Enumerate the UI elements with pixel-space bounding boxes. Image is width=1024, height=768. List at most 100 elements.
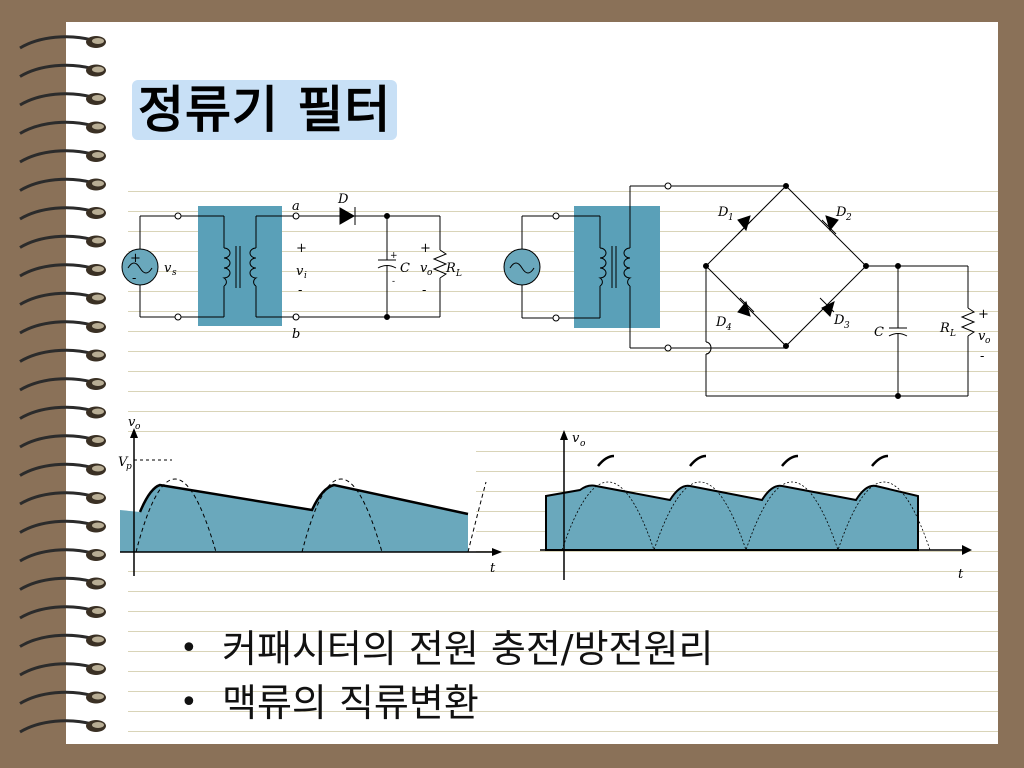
d2-label: D	[835, 205, 847, 220]
spiral-ring	[19, 519, 93, 534]
spiral-ring	[19, 405, 93, 420]
page-title: 정류기 필터	[138, 81, 392, 139]
d4-sub: 4	[725, 323, 732, 333]
d1-label: D	[717, 205, 729, 220]
binding-highlight	[92, 323, 104, 329]
binding-highlight	[92, 38, 104, 44]
half-graph-ylabel: v	[128, 415, 136, 430]
cap-minus-label: -	[392, 277, 395, 287]
binding-highlight	[92, 551, 104, 557]
bridge-rl-label: R	[939, 321, 950, 336]
spiral-ring	[19, 120, 93, 135]
source-minus-label: -	[132, 271, 136, 286]
binding-highlight	[92, 722, 104, 728]
binding-highlight	[92, 351, 104, 358]
bridge-vo-sub: o	[985, 336, 991, 346]
binding-highlight	[92, 494, 104, 500]
binding-highlight	[92, 266, 104, 272]
spiral-ring	[19, 63, 93, 78]
node-b-label: b	[292, 327, 300, 340]
vo-plus-label: +	[420, 241, 431, 256]
vp-sub: p	[126, 462, 132, 472]
capacitor-c-label: C	[400, 261, 410, 276]
vs-sub: s	[172, 268, 177, 278]
binding-highlight	[92, 294, 104, 301]
binding-highlight	[92, 437, 104, 443]
spiral-ring	[19, 434, 93, 449]
vp-label: V	[118, 455, 129, 470]
binding-highlight	[92, 665, 104, 671]
vi-sub: i	[304, 271, 307, 281]
spiral-ring	[19, 662, 93, 677]
vo-sub: o	[427, 268, 433, 278]
d2-sub: 2	[845, 213, 852, 223]
source-plus-label: +	[130, 251, 141, 266]
spiral-ring	[19, 177, 93, 192]
bridge-vo-label: v	[978, 329, 986, 344]
binding-highlight	[92, 209, 104, 215]
full-wave-output-waveform: v o t	[540, 430, 972, 582]
spiral-ring	[19, 719, 93, 734]
bullet-item: •맥류의 직류변환	[180, 676, 713, 730]
binding-highlight	[92, 522, 104, 529]
bridge-vo-plus: +	[978, 307, 989, 322]
vo-minus-label: -	[422, 283, 426, 298]
binding-highlight	[92, 95, 104, 101]
binding-highlight	[92, 66, 104, 73]
binding-highlight	[92, 579, 104, 586]
spiral-ring	[19, 377, 93, 392]
spiral-ring	[19, 92, 93, 107]
binding-highlight	[92, 380, 104, 386]
spiral-ring	[19, 633, 93, 648]
bridge-rl-sub: L	[949, 329, 956, 339]
spiral-ring	[19, 35, 93, 50]
half-wave-output-waveform: v o V p t	[118, 415, 502, 576]
d3-label: D	[833, 313, 845, 328]
spiral-ring	[19, 234, 93, 249]
bullet-text: 커패시터의 전원 충전/방전원리	[222, 627, 714, 671]
bullet-list: • 커패시터의 전원 충전/방전원리 •맥류의 직류변환	[180, 622, 713, 730]
binding-highlight	[92, 608, 104, 614]
bullet-dot-icon: •	[180, 631, 198, 666]
binding-highlight	[92, 152, 104, 158]
node-a-label: a	[292, 199, 300, 214]
spiral-ring	[19, 263, 93, 278]
binding-highlight	[92, 180, 104, 187]
full-graph-xlabel: t	[958, 567, 964, 582]
vi-label: v	[296, 264, 304, 279]
full-graph-ylabel: v	[572, 431, 580, 446]
half-graph-ylabel-sub: o	[135, 422, 141, 432]
bullet-item: • 커패시터의 전원 충전/방전원리	[180, 622, 713, 676]
diode-d-label: D	[337, 192, 349, 207]
spiral-binding	[19, 35, 106, 734]
rl-sub: L	[455, 269, 462, 279]
vo-label: v	[420, 261, 428, 276]
binding-highlight	[92, 636, 104, 643]
d1-sub: 1	[728, 213, 734, 223]
half-wave-circuit-diagram: + - v s a b D + v i - + C - + v o - R L	[121, 192, 462, 340]
cap-plus-label: +	[390, 251, 398, 261]
spiral-ring	[19, 605, 93, 620]
spiral-ring	[19, 149, 93, 164]
spiral-ring	[19, 576, 93, 591]
spiral-ring	[19, 462, 93, 477]
full-graph-ylabel-sub: o	[580, 439, 586, 449]
bullet-dot-icon: •	[180, 685, 198, 720]
vs-label: v	[164, 261, 172, 276]
spiral-ring	[19, 690, 93, 705]
resistor-rl-label: R	[445, 261, 456, 276]
bridge-vo-minus: -	[980, 349, 984, 364]
spiral-ring	[19, 320, 93, 335]
bridge-rectifier-circuit-diagram: D 1 D 2 D 3 D 4 C R L + v o -	[503, 182, 991, 399]
spiral-ring	[19, 491, 93, 506]
bridge-capacitor-label: C	[874, 325, 884, 340]
binding-highlight	[92, 465, 104, 472]
binding-highlight	[92, 408, 104, 415]
vi-plus-label: +	[296, 241, 307, 256]
d4-label: D	[715, 315, 727, 330]
spiral-ring	[19, 291, 93, 306]
spiral-ring	[19, 206, 93, 221]
spiral-ring	[19, 348, 93, 363]
binding-highlight	[92, 123, 104, 130]
